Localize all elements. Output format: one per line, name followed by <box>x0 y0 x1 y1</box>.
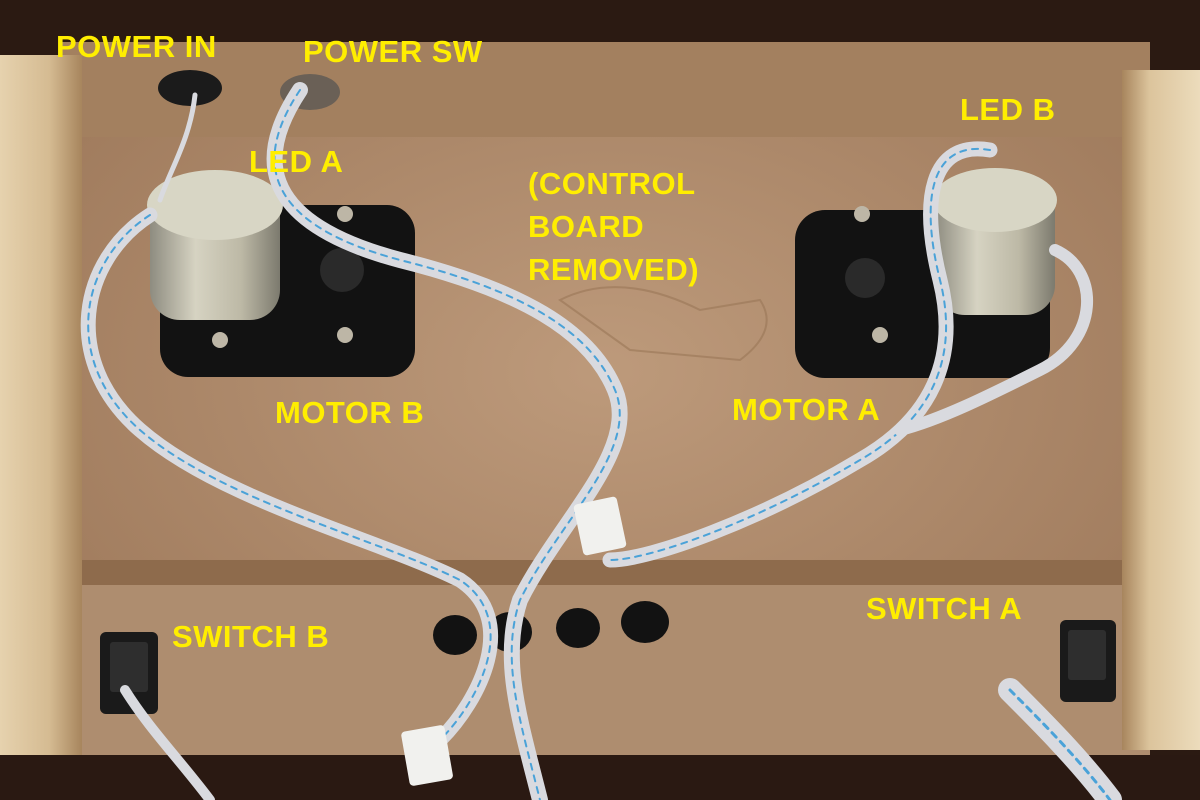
motor-a-shaft <box>845 258 885 298</box>
center-connector <box>573 496 627 556</box>
switch-a-label: SWITCH A <box>866 591 1023 626</box>
button-hole <box>433 615 477 655</box>
motor-a-screw <box>854 206 870 222</box>
bottom-connector <box>401 725 453 786</box>
button-hole <box>556 608 600 648</box>
control-board-removed-label: (CONTROL BOARD REMOVED) <box>528 162 699 291</box>
switch-b-label: SWITCH B <box>172 619 330 654</box>
switch-a-face <box>1068 630 1106 680</box>
motor-b-screw <box>337 206 353 222</box>
motor-b-shaft <box>320 248 364 292</box>
motor-a-can-top <box>933 168 1057 232</box>
board-marking <box>558 286 768 362</box>
left-wood-post <box>0 55 82 755</box>
motor-b-screw <box>337 327 353 343</box>
motor-a-label: MOTOR A <box>732 392 881 427</box>
power-in-jack <box>158 70 222 106</box>
motor-b-label: MOTOR B <box>275 395 425 430</box>
motor-b-screw <box>212 332 228 348</box>
led-a-label: LED A <box>249 144 344 179</box>
motor-b-can-top <box>147 170 283 240</box>
control-label-line: (CONTROL <box>528 166 696 201</box>
lower-board <box>60 585 1150 760</box>
switch-b-face <box>110 642 148 692</box>
power-sw-label: POWER SW <box>303 34 483 69</box>
control-label-line: BOARD <box>528 209 645 244</box>
power-in-label: POWER IN <box>56 29 217 64</box>
right-wood-post <box>1122 70 1200 750</box>
led-b-label: LED B <box>960 92 1056 127</box>
control-label-line: REMOVED) <box>528 252 700 287</box>
ribbon-cables <box>80 82 1122 800</box>
button-hole <box>621 601 669 643</box>
motor-a-screw <box>872 327 888 343</box>
top-shelf <box>60 42 1150 137</box>
